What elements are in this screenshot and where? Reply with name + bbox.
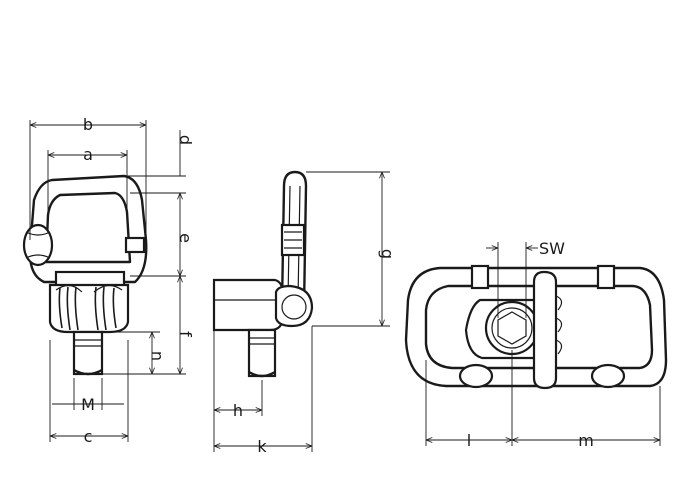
label-n: n [148, 351, 167, 361]
front-view [22, 174, 148, 376]
top-view [404, 264, 668, 390]
label-g: g [378, 249, 397, 259]
label-a: a [83, 145, 93, 164]
label-m: m [578, 431, 594, 450]
dimension-lines [29, 120, 661, 452]
dimension-labels: b a d e f n M c g h k SW l m [81, 115, 594, 456]
label-M: M [81, 395, 95, 414]
label-f: f [176, 331, 195, 337]
label-e: e [176, 233, 195, 243]
label-b: b [83, 115, 93, 134]
label-c: c [84, 427, 93, 446]
label-d: d [176, 135, 195, 145]
label-l: l [467, 431, 471, 450]
label-SW: SW [539, 239, 565, 258]
label-h: h [233, 401, 243, 420]
side-view [212, 170, 314, 378]
label-k: k [257, 437, 267, 456]
